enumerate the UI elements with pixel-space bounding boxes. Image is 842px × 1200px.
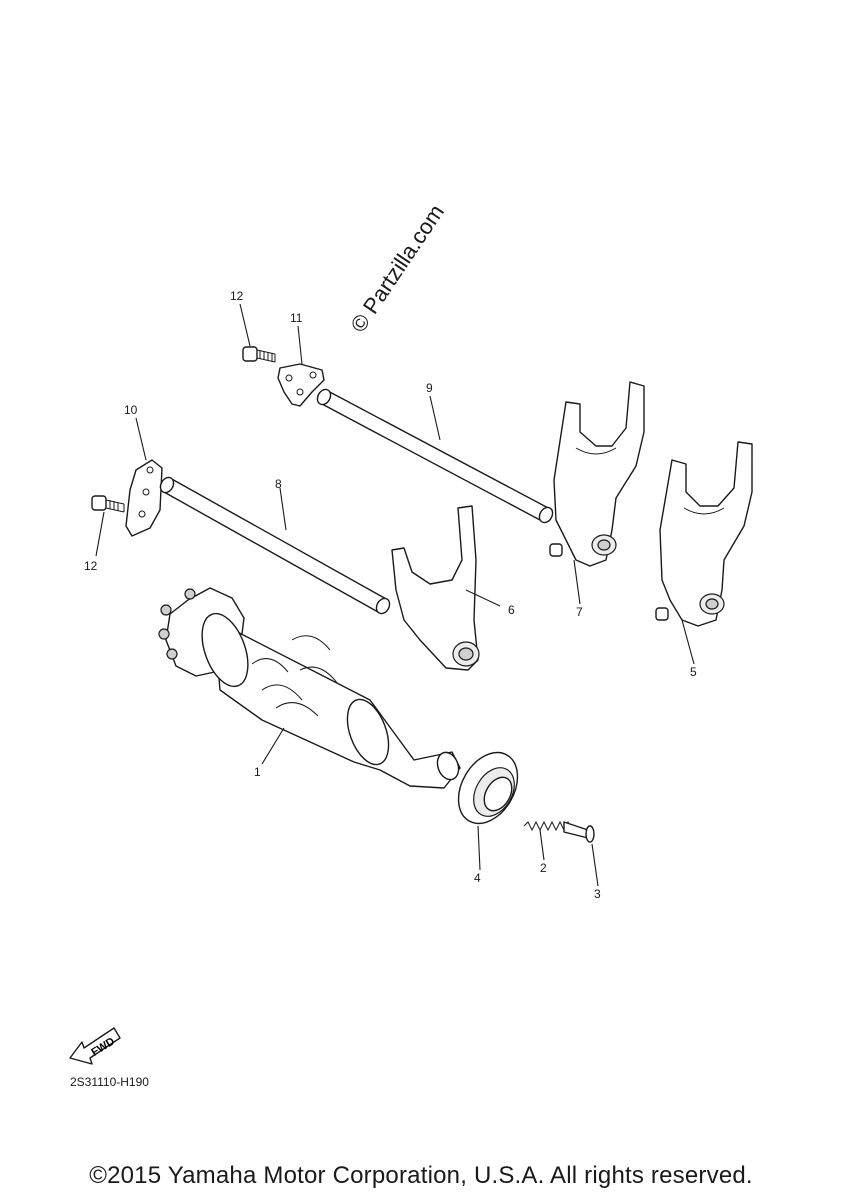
shift-fork-5 bbox=[655, 441, 753, 627]
callout-2: 2 bbox=[540, 861, 547, 875]
callout-11: 11 bbox=[290, 311, 303, 325]
rod-8 bbox=[159, 476, 391, 615]
callout-5: 5 bbox=[690, 665, 697, 679]
rod-9 bbox=[316, 388, 554, 524]
watermark: © Partzilla.com bbox=[345, 200, 449, 337]
diagram-code: 2S31110-H190 bbox=[70, 1075, 149, 1089]
bearing-4 bbox=[457, 751, 519, 825]
leader-lines bbox=[95, 303, 695, 887]
callout-12-lower: 12 bbox=[84, 559, 98, 573]
callout-3: 3 bbox=[594, 887, 601, 901]
callout-8: 8 bbox=[275, 477, 282, 491]
callout-6: 6 bbox=[508, 603, 515, 617]
pin-3 bbox=[563, 821, 595, 843]
callout-10: 10 bbox=[124, 403, 138, 417]
callout-1: 1 bbox=[254, 765, 261, 779]
callout-12-upper: 12 bbox=[230, 289, 244, 303]
plate-10 bbox=[125, 459, 163, 537]
callout-4: 4 bbox=[474, 871, 481, 885]
callout-7: 7 bbox=[576, 605, 583, 619]
copyright-text: ©2015 Yamaha Motor Corporation, U.S.A. A… bbox=[89, 1162, 753, 1189]
callout-9: 9 bbox=[426, 381, 433, 395]
bracket-11 bbox=[277, 363, 325, 407]
bolt-12-upper bbox=[242, 346, 276, 363]
shift-fork-6 bbox=[391, 505, 480, 671]
bolt-12-lower bbox=[91, 495, 125, 513]
fwd-arrow-icon: FWD bbox=[69, 1027, 121, 1065]
shift-fork-7 bbox=[549, 381, 645, 567]
shift-drum-1 bbox=[158, 587, 461, 789]
